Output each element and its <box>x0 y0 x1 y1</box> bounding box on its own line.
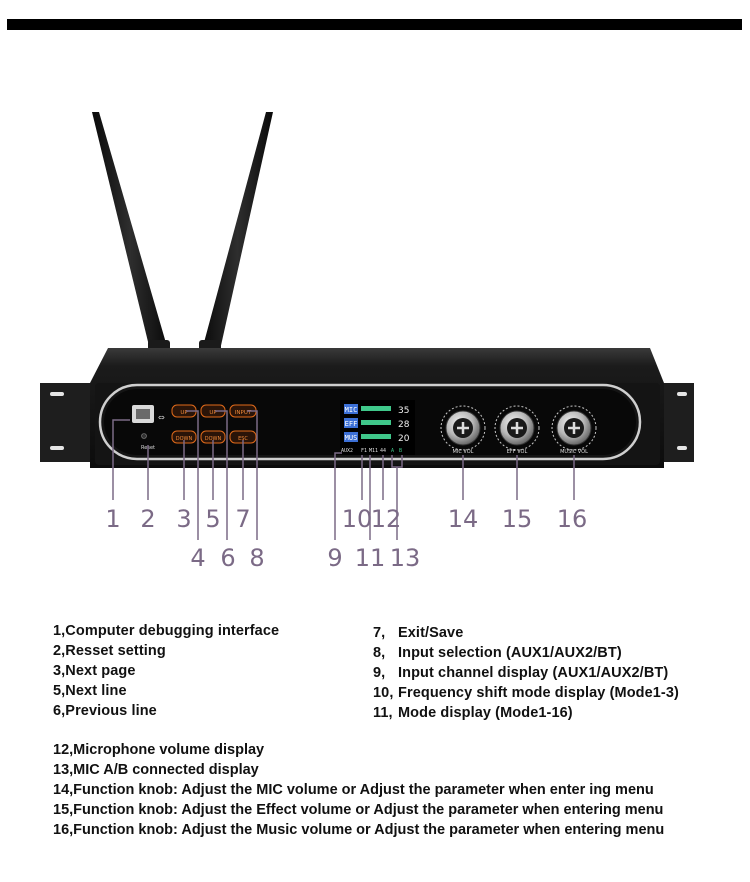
callout-8: 8 <box>249 544 265 572</box>
legend-item: 8, Input selection (AUX1/AUX2/BT) <box>373 643 679 663</box>
callout-2: 2 <box>140 505 156 533</box>
callout-leader-lines <box>112 410 575 540</box>
receiver-device-illustration: ⇔ Reset UP UP INPUT DOWN DOWN ESC MIC 35 <box>40 112 694 540</box>
legend-left: 1,Computer debugging interface 2,Resset … <box>53 621 279 721</box>
svg-text:MIC VOL: MIC VOL <box>453 449 474 455</box>
legend-item: 16,Function knob: Adjust the Music volum… <box>53 822 665 838</box>
knob-music-vol[interactable]: MUSIC VOL <box>551 405 597 455</box>
svg-text:35: 35 <box>398 406 409 416</box>
legend-item: 2,Resset setting <box>53 643 166 659</box>
svg-text:DOWN: DOWN <box>205 436 222 442</box>
legend-item: 10,Frequency shift mode display (Mode1-3… <box>373 683 679 703</box>
svg-text:MUS: MUS <box>345 434 358 442</box>
callout-14: 14 <box>447 505 479 533</box>
knob-mic-vol[interactable]: MIC VOL <box>440 405 486 455</box>
display-row-eff: EFF 28 <box>344 418 410 430</box>
usb-port[interactable] <box>132 405 154 423</box>
legend-text: Exit/Save <box>398 625 464 641</box>
knob-eff-vol[interactable]: EFF VOL <box>494 405 540 455</box>
legend-right: 7, Exit/Save 8, Input selection (AUX1/AUX2… <box>373 623 679 723</box>
reset-hole[interactable] <box>141 433 147 439</box>
legend-item: 6,Previous line <box>53 703 157 719</box>
svg-text:EFF VOL: EFF VOL <box>507 449 528 455</box>
legend-item: 3,Next page <box>53 663 136 679</box>
lcd-display: MIC 35 EFF 28 MUS 20 AUX2 F1 M11 44 A B <box>340 400 415 455</box>
svg-text:ESC: ESC <box>238 436 248 442</box>
left-rack-ear <box>40 383 95 462</box>
callout-15: 15 <box>501 505 533 533</box>
legend-text: Frequency shift mode display (Mode1-3) <box>398 685 679 701</box>
svg-text:INPUT: INPUT <box>235 410 252 416</box>
down-button-1[interactable]: DOWN <box>171 430 197 444</box>
svg-text:F1: F1 <box>361 448 367 454</box>
legend-item: 5,Next line <box>53 683 127 699</box>
callout-11: 11 <box>354 544 386 572</box>
svg-text:DOWN: DOWN <box>176 436 193 442</box>
right-antenna <box>199 112 273 360</box>
svg-text:28: 28 <box>398 420 410 430</box>
legend-item: 9, Input channel display (AUX1/AUX2/BT) <box>373 663 679 683</box>
svg-text:B: B <box>399 448 402 454</box>
right-rack-ear <box>655 383 694 462</box>
svg-text:UP: UP <box>180 410 188 416</box>
legend-bottom: 12,Microphone volume display 13,MIC A/B … <box>53 740 664 840</box>
svg-text:MUSIC VOL: MUSIC VOL <box>560 449 588 455</box>
svg-text:AUX2: AUX2 <box>341 448 353 454</box>
svg-text:M11: M11 <box>369 448 378 454</box>
down-button-2[interactable]: DOWN <box>200 430 226 444</box>
svg-text:A: A <box>391 448 394 454</box>
legend-number: 8, <box>373 645 386 661</box>
callout-3: 3 <box>176 505 192 533</box>
svg-text:UP: UP <box>209 410 217 416</box>
svg-text:EFF: EFF <box>345 420 358 428</box>
legend-item: 15,Function knob: Adjust the Effect volu… <box>53 802 664 818</box>
callout-7: 7 <box>235 505 251 533</box>
legend-text: Input channel display (AUX1/AUX2/BT) <box>398 665 669 681</box>
display-status-line: AUX2 F1 M11 44 A B <box>341 448 402 454</box>
callout-6: 6 <box>220 544 236 572</box>
callout-13: 13 <box>389 544 421 572</box>
legend-text: Input selection (AUX1/AUX2/BT) <box>398 645 622 661</box>
callout-9: 9 <box>327 544 343 572</box>
legend-item: 7, Exit/Save <box>373 623 679 643</box>
legend-item: 14,Function knob: Adjust the MIC volume … <box>53 782 654 798</box>
callout-5: 5 <box>205 505 221 533</box>
top-black-bar <box>7 19 742 30</box>
legend-item: 1,Computer debugging interface <box>53 623 280 639</box>
legend-number: 7, <box>373 625 386 641</box>
callout-12: 12 <box>370 505 402 533</box>
legend-text: Mode display (Mode1-16) <box>398 705 573 721</box>
svg-text:MIC: MIC <box>345 406 358 414</box>
callout-1: 1 <box>105 505 121 533</box>
legend-number: 10, <box>373 685 394 701</box>
callout-4: 4 <box>190 544 206 572</box>
legend-item: 12,Microphone volume display <box>53 742 265 758</box>
esc-button[interactable]: ESC <box>229 430 257 444</box>
callout-10: 10 <box>341 505 373 533</box>
callout-16: 16 <box>556 505 588 533</box>
legend-number: 9, <box>373 665 386 681</box>
legend-item: 11, Mode display (Mode1-16) <box>373 703 679 723</box>
left-antenna <box>92 112 170 360</box>
usb-icon: ⇔ <box>158 413 165 422</box>
up-button-1[interactable]: UP <box>171 404 197 418</box>
legend-item: 13,MIC A/B connected display <box>53 762 259 778</box>
svg-text:20: 20 <box>398 434 410 444</box>
svg-text:44: 44 <box>380 448 386 454</box>
display-row-mus: MUS 20 <box>344 432 410 444</box>
legend-number: 11, <box>373 705 393 721</box>
display-row-mic: MIC 35 <box>344 404 409 416</box>
